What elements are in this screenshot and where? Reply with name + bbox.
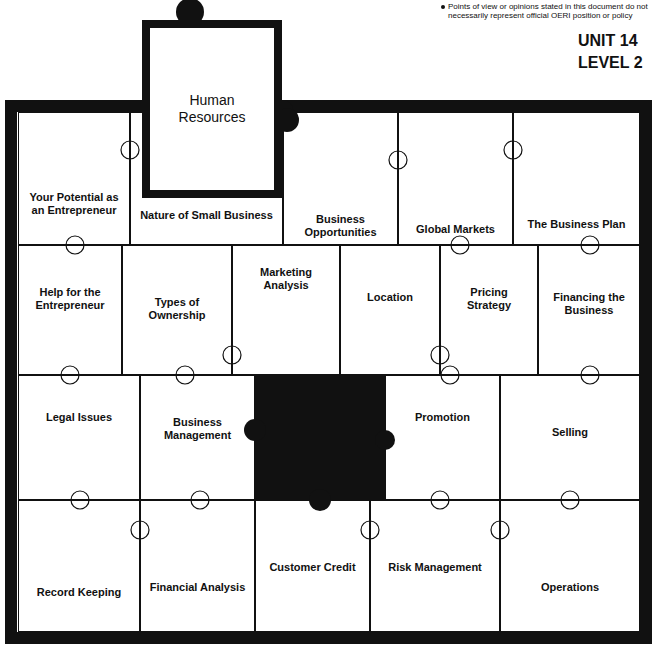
piece-label: Customer Credit [262, 561, 363, 574]
puzzle-piece: Record Keeping [18, 500, 140, 632]
piece-label: Legal Issues [25, 411, 133, 424]
piece-label: Promotion [392, 411, 493, 424]
puzzle-piece: Financing the Business [538, 245, 640, 375]
level-label: LEVEL 2 [578, 54, 650, 72]
puzzle-piece: Location [340, 245, 440, 375]
puzzle-piece: Risk Management [370, 500, 500, 632]
piece-label: Your Potential as an Entrepreneur [25, 191, 123, 217]
disclaimer-note: Points of view or opinions stated in thi… [448, 2, 648, 20]
piece-label: Financing the Business [545, 291, 633, 317]
piece-label: Record Keeping [25, 586, 133, 599]
piece-label: Nature of Small Business [137, 209, 276, 222]
piece-label: Pricing Strategy [447, 286, 531, 312]
puzzle-piece: Global Markets [398, 112, 513, 245]
missing-piece-hole [255, 375, 385, 500]
hole-knob [244, 419, 266, 441]
puzzle-piece: Marketing Analysis [232, 245, 340, 375]
unit-label: UNIT 14 [578, 32, 650, 50]
puzzle-piece: Selling [500, 375, 640, 500]
piece-label: Business Management [147, 416, 248, 442]
piece-label: The Business Plan [520, 218, 633, 231]
piece-label: Location [347, 291, 433, 304]
loose-puzzle-piece: Human Resources [142, 20, 282, 198]
piece-label: Financial Analysis [147, 581, 248, 594]
puzzle-piece: Legal Issues [18, 375, 140, 500]
puzzle-piece: Customer Credit [255, 500, 370, 632]
piece-label: Help for the Entrepreneur [25, 286, 115, 312]
puzzle-piece: Types of Ownership [122, 245, 232, 375]
puzzle-piece: Your Potential as an Entrepreneur [18, 112, 130, 245]
puzzle-piece: Promotion [385, 375, 500, 500]
puzzle-piece: Financial Analysis [140, 500, 255, 632]
piece-label: Marketing Analysis [239, 266, 333, 292]
puzzle-piece: Business Opportunities [283, 112, 398, 245]
puzzle-frame [11, 106, 646, 638]
piece-label: Global Markets [405, 223, 506, 236]
puzzle-piece: Pricing Strategy [440, 245, 538, 375]
puzzle-ground [18, 112, 640, 632]
piece-label: Human Resources [157, 92, 267, 126]
puzzle-piece: The Business Plan [513, 112, 640, 245]
bullet-dot [441, 5, 445, 9]
puzzle-piece: Operations [500, 500, 640, 632]
piece-label: Types of Ownership [129, 296, 225, 322]
puzzle-piece: Help for the Entrepreneur [18, 245, 122, 375]
puzzle-piece: Business Management [140, 375, 255, 500]
piece-label: Risk Management [377, 561, 493, 574]
piece-label: Operations [507, 581, 633, 594]
piece-label: Business Opportunities [290, 213, 391, 239]
piece-label: Selling [507, 426, 633, 439]
